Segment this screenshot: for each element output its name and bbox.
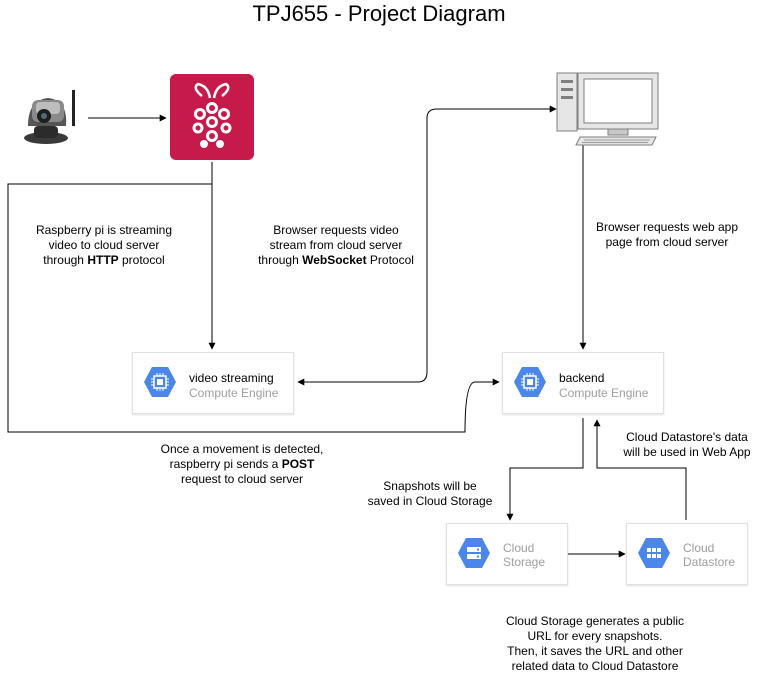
node-video-streaming: video streaming Compute Engine — [132, 352, 294, 414]
node-type: Compute Engine — [559, 386, 649, 400]
node-name-line2: Datastore — [683, 555, 736, 569]
node-backend: backend Compute Engine — [502, 352, 664, 414]
compute-engine-chip-icon — [514, 367, 546, 397]
node-name: video streaming — [189, 371, 274, 385]
node-name-line2: Storage — [503, 555, 546, 569]
label-movement-post: Once a movement is detected, raspberry p… — [160, 442, 324, 486]
ip-camera-icon — [24, 90, 75, 144]
node-type: Compute Engine — [189, 386, 279, 400]
label-rpi-streaming: Raspberry pi is streaming video to cloud… — [35, 223, 173, 267]
cloud-storage-icon — [458, 538, 490, 568]
node-cloud-datastore: Cloud Datastore — [626, 523, 748, 585]
node-cloud-storage: Cloud Storage — [446, 523, 568, 585]
page-title: TPJ655 - Project Diagram — [252, 1, 506, 26]
label-browser-video: Browser requests video stream from cloud… — [258, 223, 414, 267]
desktop-computer-icon — [556, 72, 659, 146]
edge-browser-video-streaming — [297, 105, 557, 386]
label-browser-page: Browser requests web app page from cloud… — [595, 220, 739, 249]
node-name-line1: Cloud — [503, 541, 535, 555]
raspberry-pi-icon — [170, 74, 254, 160]
label-datastore-usage: Cloud Datastore's data will be used in W… — [623, 430, 751, 459]
label-storage-note: Cloud Storage generates a public URL for… — [505, 614, 685, 673]
node-name: backend — [559, 371, 605, 385]
label-snapshots: Snapshots will be saved in Cloud Storage — [367, 479, 493, 508]
edge-backend-to-storage — [506, 418, 584, 521]
edge-datastore-to-backend — [593, 419, 687, 520]
cloud-datastore-icon — [638, 538, 670, 568]
node-name-line1: Cloud — [683, 541, 715, 555]
compute-engine-chip-icon — [144, 367, 176, 397]
